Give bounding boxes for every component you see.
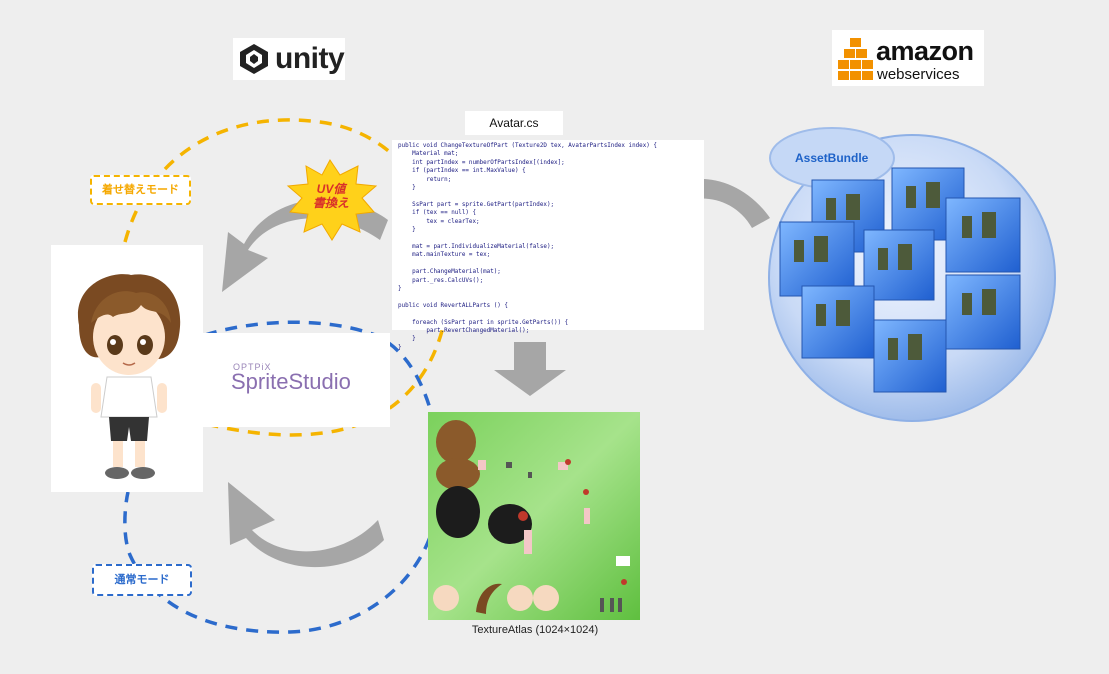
unity-logo: unity <box>233 38 345 80</box>
code-line: } <box>398 344 402 351</box>
mode-normal-label: 通常モード <box>92 564 192 596</box>
avatar-character-image <box>77 274 181 479</box>
code-line: } <box>412 185 416 192</box>
code-line: } <box>398 285 402 292</box>
code-listing: public void ChangeTextureOfPart (Texture… <box>392 140 704 354</box>
code-line: mat = part.IndividualizeMaterial(false); <box>412 243 555 250</box>
code-line: part.RevertChangedMaterial(); <box>426 327 530 334</box>
code-line: SsPart part = sprite.GetPart(partIndex); <box>412 201 555 208</box>
code-line: foreach (SsPart part in sprite.GetParts(… <box>412 319 569 326</box>
code-file-title: Avatar.cs <box>465 111 563 135</box>
code-line: return; <box>426 176 452 183</box>
code-line: if (tex == null) { <box>412 210 477 217</box>
code-line: Material mat; <box>412 151 459 158</box>
code-line: tex = clearTex; <box>426 218 480 225</box>
aws-amazon-text: amazon <box>876 36 974 66</box>
spritestudio-logo: OPTPiX SpriteStudio <box>203 333 390 427</box>
optpix-text: OPTPiX <box>233 362 272 372</box>
code-line: } <box>412 227 416 234</box>
character-panel <box>51 245 203 492</box>
code-line: part._res.CalcUVs(); <box>412 277 484 284</box>
code-line: mat.mainTexture = tex; <box>412 252 491 259</box>
code-line: part.ChangeMaterial(mat); <box>412 269 501 276</box>
code-line: if (partIndex == int.MaxValue) { <box>412 168 526 175</box>
code-panel: public void ChangeTextureOfPart (Texture… <box>392 140 704 351</box>
uv-line-1: UV値 <box>316 182 346 196</box>
uv-line-2: 書換え <box>312 196 349 210</box>
code-line: int partIndex = numberOfPartsIndex[(inde… <box>412 159 565 166</box>
spritestudio-text: SpriteStudio <box>231 369 351 394</box>
aws-logo: amazon webservices <box>832 30 984 86</box>
texture-atlas-caption: TextureAtlas (1024×1024) <box>471 624 599 636</box>
normal-cycle-line <box>123 320 442 634</box>
aws-webservices-text: webservices <box>877 66 960 83</box>
aws-boxes-icon <box>838 38 873 80</box>
asset-bundle-label: AssetBundle <box>795 151 869 165</box>
arrow-atlas-to-character <box>228 482 384 568</box>
uv-starburst <box>286 159 378 241</box>
uv-rewrite-label: UV値 書換え <box>296 182 366 210</box>
asset-bundle-cubes <box>779 167 1021 393</box>
code-line: public void RevertALLParts () { <box>398 302 508 309</box>
unity-wordmark: unity <box>275 42 345 75</box>
code-line: } <box>412 336 416 343</box>
mode-kisekae-label: 着せ替えモード <box>90 175 191 205</box>
arrow-code-to-atlas <box>494 342 566 396</box>
unity-cube-icon <box>240 44 268 74</box>
code-line: public void ChangeTextureOfPart (Texture… <box>398 143 657 149</box>
texture-atlas-image <box>428 412 640 620</box>
